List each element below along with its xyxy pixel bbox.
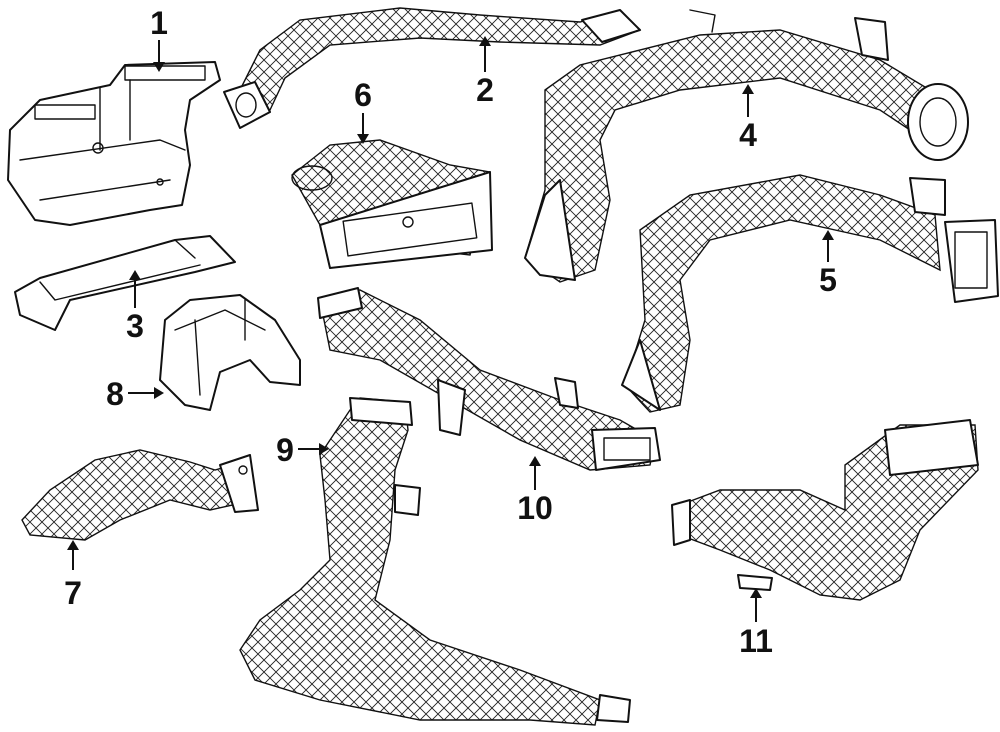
leader-11-arrow xyxy=(750,588,762,598)
leader-4-arrow xyxy=(742,84,754,94)
part-1-housing xyxy=(7,61,221,226)
leader-6-arrow xyxy=(357,134,369,144)
part-2-upper-duct xyxy=(223,7,642,129)
callout-2: 2 xyxy=(476,72,494,108)
callout-1: 1 xyxy=(150,5,168,41)
leader-7-arrow xyxy=(67,540,79,550)
callout-3: 3 xyxy=(126,308,144,344)
callout-11: 11 xyxy=(739,623,773,659)
leader-8-arrow xyxy=(154,387,164,399)
callout-8: 8 xyxy=(106,376,124,412)
callout-4: 4 xyxy=(739,117,757,153)
part-4-t-duct xyxy=(524,9,969,283)
leader-9-arrow xyxy=(319,443,329,455)
callout-9: 9 xyxy=(276,432,294,468)
leader-lines xyxy=(67,36,834,622)
part-7-curved-duct xyxy=(21,449,259,541)
part-8-bracket xyxy=(159,294,301,411)
leader-5-arrow xyxy=(822,230,834,240)
part-3-flat-duct xyxy=(14,235,236,331)
part-6-outlet-duct xyxy=(291,139,493,269)
part-10-curved-duct xyxy=(317,287,661,471)
part-5-t-duct xyxy=(621,174,999,413)
callout-10: 10 xyxy=(517,490,553,526)
leader-1-arrow xyxy=(153,62,165,72)
part-9-floor-duct xyxy=(239,397,631,726)
callout-5: 5 xyxy=(819,262,837,298)
leader-10-arrow xyxy=(529,456,541,466)
part-11-rear-duct xyxy=(671,419,979,601)
callout-labels: 1 2 3 4 5 6 7 8 9 10 11 xyxy=(64,5,837,659)
callout-6: 6 xyxy=(354,77,372,113)
leader-2-arrow xyxy=(479,36,491,46)
leader-3-arrow xyxy=(129,270,141,280)
callout-7: 7 xyxy=(64,575,82,611)
